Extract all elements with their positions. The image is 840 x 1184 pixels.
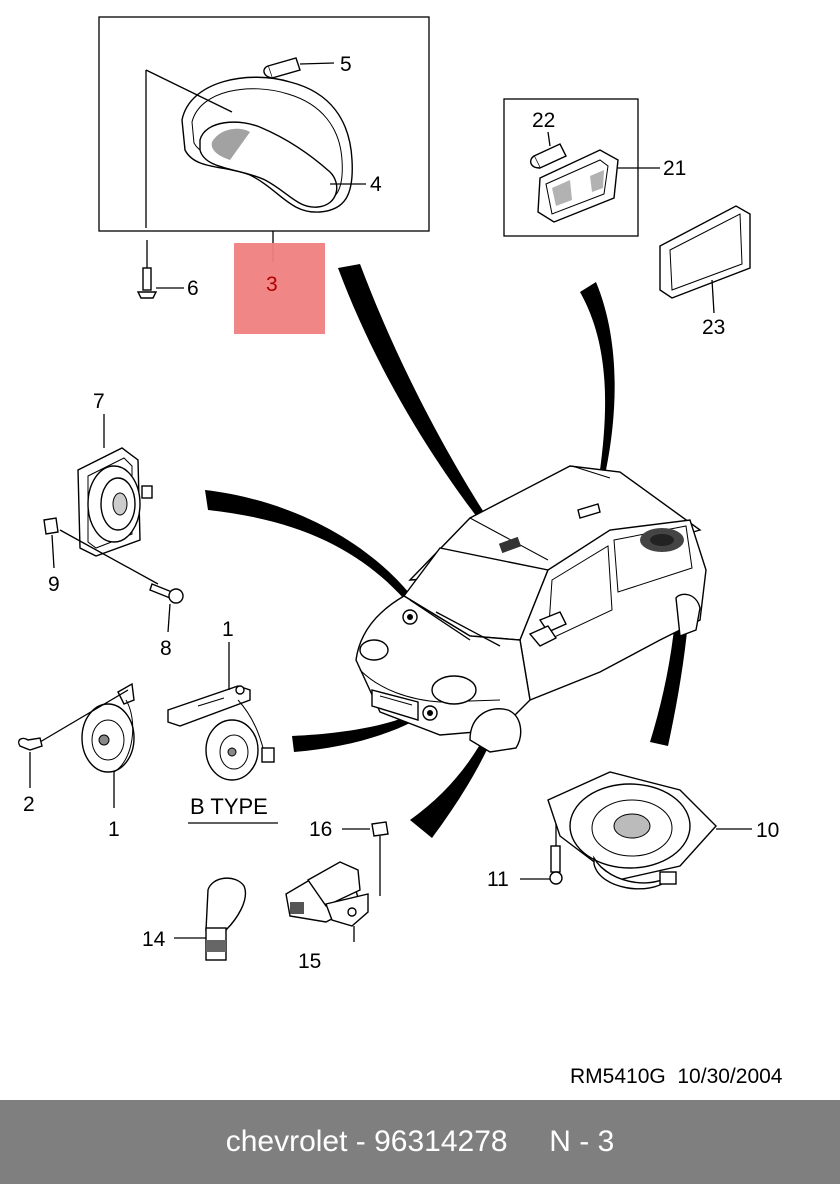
screw-6: 6 <box>136 240 199 300</box>
callout-5: 5 <box>340 53 352 76</box>
drawing-reference: RM5410G 10/30/2004 <box>570 1065 783 1088</box>
callout-11: 11 <box>487 868 509 891</box>
bulb-5 <box>263 57 335 79</box>
callout-21: 21 <box>663 157 686 180</box>
tweeter-speaker: 7 8 9 <box>43 390 184 660</box>
callout-8: 8 <box>160 637 172 660</box>
woofer-speaker: 10 11 <box>487 771 779 891</box>
callout-15: 15 <box>298 950 321 973</box>
highlight-box <box>234 243 325 334</box>
footer-bar: chevrolet - 96314278 N - 3 <box>0 1100 840 1184</box>
callout-1b: 1 <box>222 618 234 641</box>
callout-6: 6 <box>187 277 199 300</box>
callout-16: 16 <box>309 818 332 841</box>
dome-lamp-group: 5 4 <box>98 16 430 232</box>
module-15: 15 16 <box>285 818 389 973</box>
callout-22: 22 <box>532 109 555 132</box>
callout-9: 9 <box>48 573 60 596</box>
parts-diagram: 5 4 6 3 22 21 23 <box>18 16 783 1088</box>
highlight-callout-3[interactable]: 3 <box>234 231 325 334</box>
horn-standard: 2 1 <box>18 682 135 841</box>
b-type-label: B TYPE <box>190 794 268 819</box>
callout-3: 3 <box>266 273 278 296</box>
horn-b-type: 1 B TYPE <box>167 618 278 824</box>
lens-23: 23 <box>659 205 751 339</box>
part-14: 14 <box>142 877 247 961</box>
callout-2: 2 <box>23 793 35 816</box>
dome-lamp-box <box>98 16 430 232</box>
callout-1a: 1 <box>108 818 120 841</box>
callout-23: 23 <box>702 316 725 339</box>
car-illustration <box>355 465 707 753</box>
callout-14: 14 <box>142 928 166 951</box>
cargo-lamp-group: 22 21 <box>503 98 686 237</box>
callout-10: 10 <box>756 819 779 842</box>
callout-4: 4 <box>370 173 382 196</box>
callout-7: 7 <box>93 390 105 413</box>
